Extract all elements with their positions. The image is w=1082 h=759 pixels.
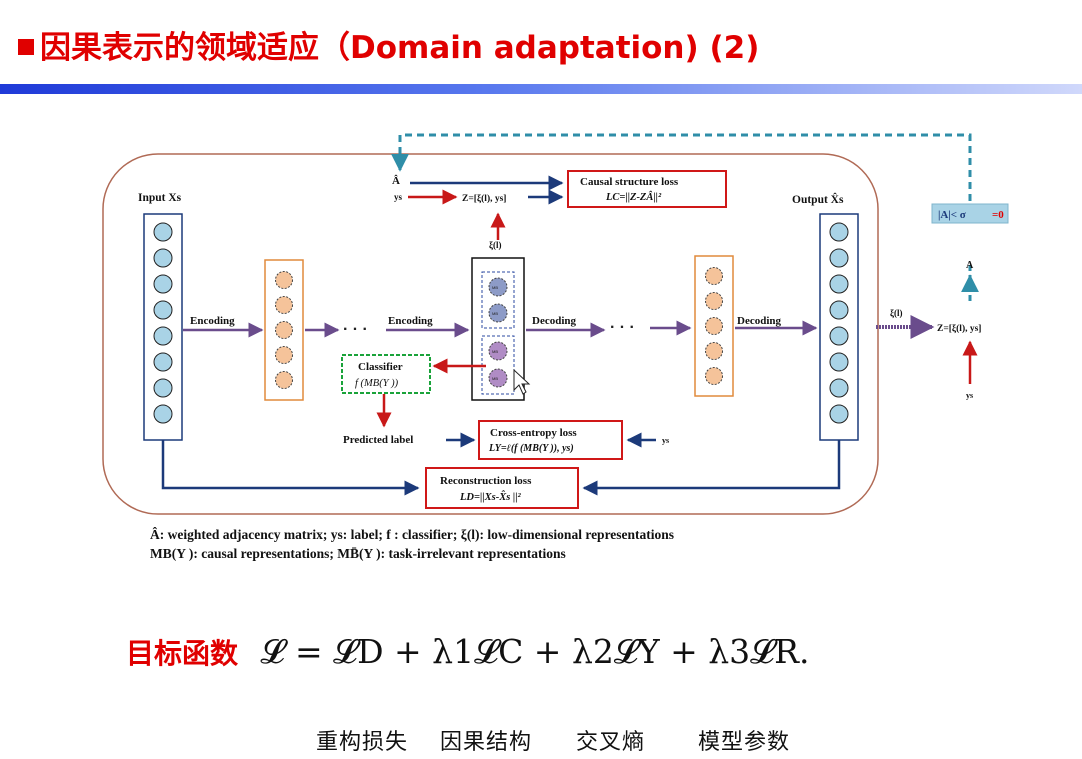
causal-loss-formula: LC=||Z-ZÂ||² (605, 191, 662, 203)
ellipsis-left: · · · (343, 321, 368, 338)
a-label: A (966, 260, 974, 271)
ys-top-label: ys (394, 192, 403, 202)
encoding-label-2: Encoding (388, 315, 433, 327)
threshold-text: |A|< σ (938, 209, 966, 221)
title-underline-bar (0, 84, 1082, 94)
term-label-model-params: 模型参数 (698, 730, 791, 755)
input-to-recon-arrow (161, 440, 420, 496)
term-label-causal-structure: 因果结构 (440, 730, 533, 755)
term-label-cross-entropy: 交叉熵 (576, 730, 646, 755)
recon-loss-formula: LD=||Xs-X̂s ||² (459, 490, 522, 503)
latent-node-label-4: MB (492, 376, 498, 381)
latent-node-label-2: MB (492, 311, 498, 316)
slide-title: 因果表示的领域适应（Domain adaptation) (2) (18, 22, 759, 67)
latent-nodes (488, 277, 508, 388)
reconstruction-loss-box (425, 467, 579, 509)
z-eq-right: Z=[ξ(l), ys] (937, 323, 981, 334)
predicted-label: Predicted label (343, 434, 413, 446)
causal-group-box (481, 271, 515, 329)
a-hat-label: Â (392, 175, 400, 187)
encoder-hidden-nodes (275, 271, 293, 389)
output-to-recon-arrow (582, 440, 841, 496)
cross-entropy-loss-box (478, 420, 623, 460)
mouse-cursor-icon (513, 368, 531, 395)
z-eq-top: Z=[ξ(l), ys] (462, 193, 506, 204)
xi-right-label: ξ(l) (890, 308, 903, 318)
ys-ce-label: ys (662, 436, 669, 445)
causal-loss-title: Causal structure loss (580, 176, 679, 188)
objective-label: 目标函数 (126, 637, 239, 670)
ellipsis-right: · · · (610, 319, 635, 336)
xi-label: ξ(l) (489, 240, 502, 250)
latent-node-label-1: MB (492, 285, 498, 290)
legend-line-1: Â: weighted adjacency matrix; ys: label;… (150, 527, 674, 542)
causal-structure-loss-box (567, 170, 727, 208)
threshold-box (931, 203, 1009, 224)
ce-loss-formula: LY=ℓ(f (MB(Y )), ys) (488, 443, 574, 454)
objective-function: 目标函数 𝓛 = 𝓛D + λ1𝓛C + λ2𝓛Y + λ3𝓛R. (126, 632, 810, 682)
recon-loss-title: Reconstruction loss (440, 475, 532, 487)
classifier-box (341, 354, 431, 394)
decoding-label-1: Decoding (532, 315, 577, 327)
ys-right-label: ys (966, 391, 973, 400)
slide-title-text: 因果表示的领域适应（Domain adaptation) (2) (40, 30, 760, 66)
decoding-label-2: Decoding (737, 315, 782, 327)
output-nodes (829, 222, 849, 424)
input-label: Input Xs (138, 192, 182, 204)
causal-da-diagram: |A|< σ =0 A Input Xs Output X̂s (102, 133, 1009, 561)
ce-loss-title: Cross-entropy loss (490, 427, 577, 439)
threshold-value: =0 (992, 209, 1004, 221)
encoding-label-1: Encoding (190, 315, 235, 327)
output-label: Output X̂s (792, 192, 844, 206)
classifier-title: Classifier (358, 361, 403, 373)
classifier-formula: f (MB(Y )) (355, 378, 399, 389)
decoder-hidden-nodes (705, 267, 723, 385)
term-label-reconstruction: 重构损失 (316, 730, 409, 755)
model-frame (102, 153, 879, 515)
input-nodes (153, 222, 173, 424)
objective-formula: 𝓛 = 𝓛D + λ1𝓛C + λ2𝓛Y + λ3𝓛R. (260, 632, 810, 671)
legend-line-2: MB(Y ): causal representations; MB̄(Y ):… (150, 546, 566, 561)
title-bullet-icon (18, 38, 34, 55)
latent-node-label-3: MB (492, 349, 498, 354)
